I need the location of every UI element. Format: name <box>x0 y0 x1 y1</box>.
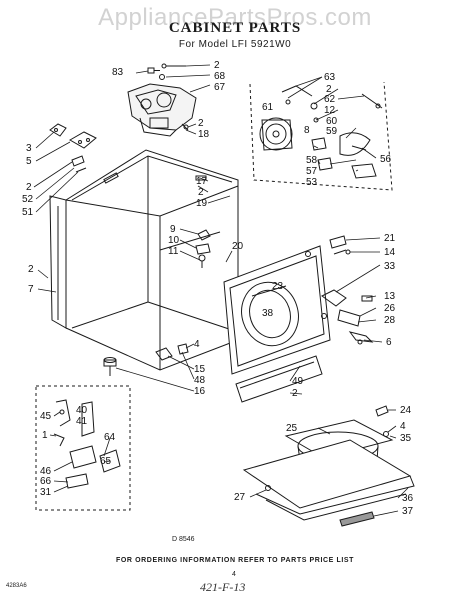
callout-51: 51 <box>22 207 34 218</box>
callout-66: 66 <box>40 476 52 487</box>
drive-inset <box>249 81 393 191</box>
callout-31: 31 <box>40 487 52 498</box>
callout-16: 16 <box>194 386 206 397</box>
callout-56: 56 <box>380 154 392 165</box>
callout-40: 40 <box>76 405 88 416</box>
callout-24: 24 <box>400 405 412 416</box>
page-number: 4 <box>232 571 236 578</box>
diagram-code: D 8546 <box>172 536 195 543</box>
callout-18: 18 <box>198 129 210 140</box>
callout-8: 8 <box>304 125 310 136</box>
callout-45: 45 <box>40 411 52 422</box>
document-code: 4283A6 <box>6 583 27 589</box>
callout-64: 64 <box>104 432 116 443</box>
handwritten-note: 421-F-13 <box>200 580 246 594</box>
callout-6: 6 <box>386 337 392 348</box>
callout-21: 21 <box>384 233 396 244</box>
callout-2: 2 <box>198 187 204 198</box>
motor-assembly <box>127 83 197 137</box>
callout-38: 38 <box>262 308 274 319</box>
callout-2: 2 <box>198 118 204 129</box>
bottom-fasteners <box>103 343 189 376</box>
callout-2: 2 <box>28 264 34 275</box>
callout-11: 11 <box>168 246 179 257</box>
callout-27: 27 <box>234 492 246 503</box>
callout-59: 59 <box>326 126 338 137</box>
page-title: CABINET PARTS <box>168 20 302 36</box>
callout-2: 2 <box>26 182 32 193</box>
toe-panel <box>235 355 323 403</box>
callout-20: 20 <box>232 241 244 252</box>
model-subtitle: For Model LFI 5921W0 <box>178 39 292 50</box>
callout-12: 12 <box>324 105 336 116</box>
callout-48: 48 <box>194 375 206 386</box>
left-brackets <box>49 123 97 173</box>
callout-10: 10 <box>168 235 180 246</box>
callout-23: 23 <box>272 281 284 292</box>
callout-68: 68 <box>214 71 226 82</box>
callout-1: 1 <box>42 430 48 441</box>
callout-46: 46 <box>40 466 52 477</box>
callout-13: 13 <box>384 291 396 302</box>
callout-52: 52 <box>22 194 34 205</box>
callout-2: 2 <box>214 60 220 71</box>
callout-57: 57 <box>306 166 318 177</box>
callout-4: 4 <box>194 339 200 350</box>
callout-35: 35 <box>400 433 412 444</box>
callout-9: 9 <box>170 224 176 235</box>
callout-19: 19 <box>196 198 208 209</box>
callout-2: 2 <box>326 84 332 95</box>
callout-36: 36 <box>402 493 414 504</box>
callout-60: 60 <box>326 116 338 127</box>
front-panel <box>223 245 331 375</box>
callout-53: 53 <box>306 177 318 188</box>
callout-14: 14 <box>384 247 396 258</box>
callout-5: 5 <box>26 156 32 167</box>
callout-41: 41 <box>76 416 88 427</box>
callout-26: 26 <box>384 303 396 314</box>
screw-top <box>147 63 189 131</box>
callout-7: 7 <box>28 284 34 295</box>
callout-61: 61 <box>262 102 274 113</box>
watermark: AppliancePartsPros.com <box>98 4 372 31</box>
callout-33: 33 <box>384 261 396 272</box>
base-tub <box>242 405 415 527</box>
callout-83: 83 <box>112 67 124 78</box>
callout-37: 37 <box>402 506 414 517</box>
callout-4: 4 <box>400 421 406 432</box>
callout-17: 17 <box>196 176 208 187</box>
callout-63: 63 <box>324 72 336 83</box>
callout-62: 62 <box>324 94 336 105</box>
callout-3: 3 <box>26 143 32 154</box>
callout-67: 67 <box>214 82 226 93</box>
callout-25: 25 <box>286 423 298 434</box>
callout-2: 2 <box>292 388 298 399</box>
latch-clips <box>195 229 211 268</box>
ordering-footer: FOR ORDERING INFORMATION REFER TO PARTS … <box>115 557 355 564</box>
right-fasteners <box>321 235 374 345</box>
callout-58: 58 <box>306 155 318 166</box>
callout-65: 65 <box>100 456 112 467</box>
callout-labels: 83 2 68 67 2 18 3 5 2 52 51 17 2 19 9 10… <box>22 60 414 517</box>
callout-28: 28 <box>384 315 396 326</box>
callout-49: 49 <box>292 376 304 387</box>
bracket-inset <box>35 385 131 511</box>
callout-15: 15 <box>194 364 206 375</box>
main-cabinet <box>49 149 239 371</box>
leader-lines <box>33 64 409 517</box>
